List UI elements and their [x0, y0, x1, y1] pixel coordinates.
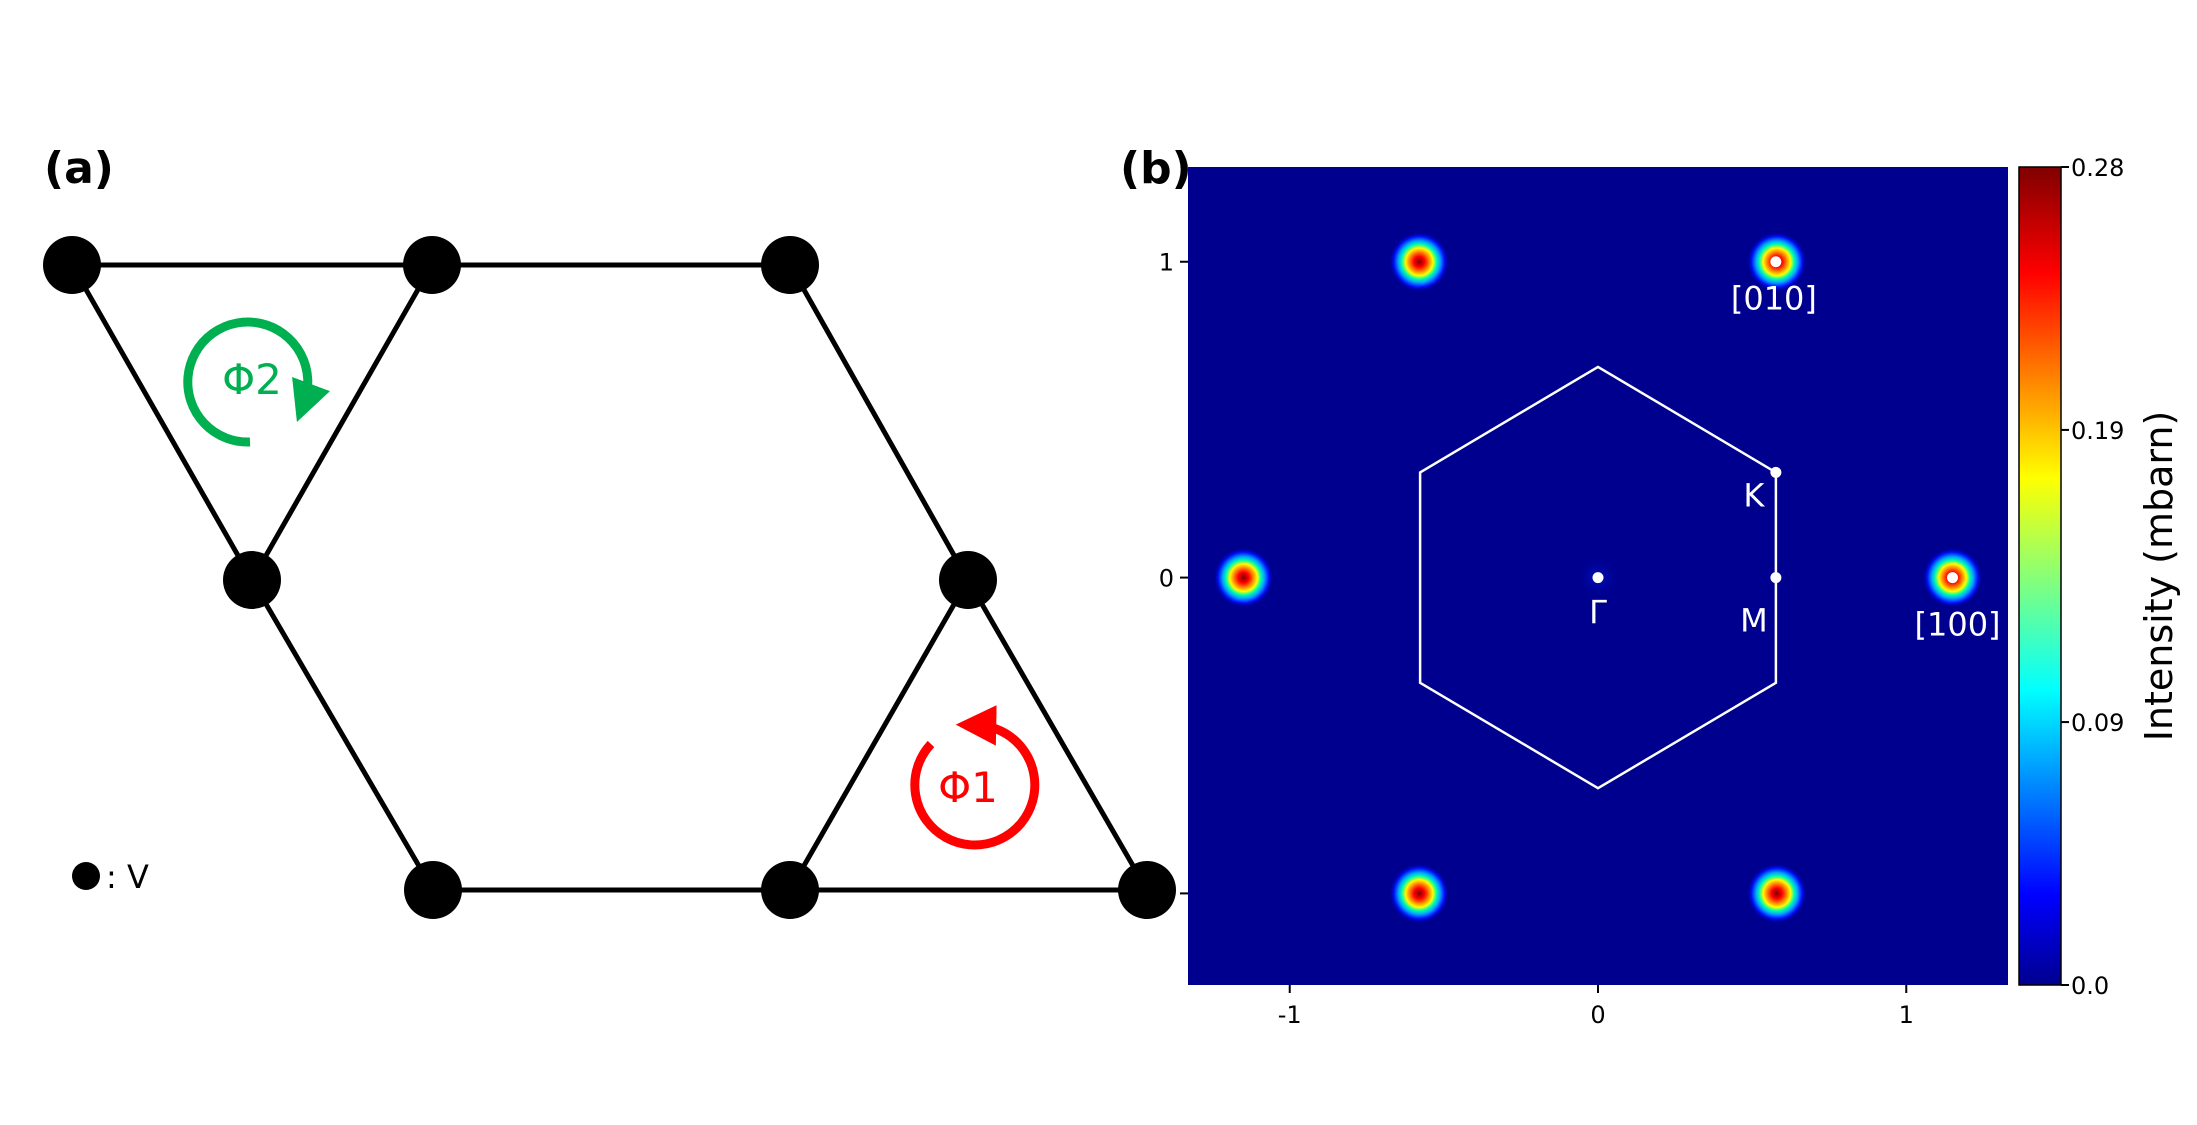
kagome-lattice	[69, 262, 1150, 893]
panel-a: (a) Φ2	[43, 143, 1176, 919]
colorbar-tick-label: 0.09	[2071, 709, 2124, 737]
panel-b: (b) Γ M K [100] [010] -1 0 1 1 0 -1 0.0 0.09 0.19 0.2…	[1120, 143, 2181, 1029]
lattice-bond	[249, 577, 436, 893]
v-atom	[404, 861, 462, 919]
bragg-peak	[1389, 863, 1450, 924]
x-tick-label: 0	[1590, 1001, 1605, 1029]
legend: : V	[72, 858, 149, 896]
heatmap-plot: Γ M K [100] [010] -1 0 1 1 0 -1	[1150, 167, 2008, 1029]
panel-b-label: (b)	[1120, 143, 1192, 194]
legend-text: : V	[106, 858, 149, 896]
lattice-bond	[965, 577, 1150, 893]
symmetry-point-label: K	[1743, 476, 1765, 514]
x-tick-label: -1	[1278, 1001, 1302, 1029]
panel-a-label: (a)	[44, 143, 114, 194]
y-tick-label: 1	[1159, 249, 1174, 277]
lattice-bond	[249, 262, 435, 583]
v-atom	[761, 236, 819, 294]
x-tick-label: 1	[1899, 1001, 1914, 1029]
colorbar-tick-label: 0.28	[2071, 154, 2124, 182]
lattice-bond	[787, 577, 971, 893]
symmetry-point-dot	[1592, 572, 1604, 584]
symmetry-point-dot	[1770, 256, 1782, 268]
lattice-bond	[69, 262, 255, 583]
v-atom	[761, 861, 819, 919]
flux-phi2: Φ2	[183, 317, 331, 447]
flux-phi1: Φ1	[910, 705, 1040, 850]
symmetry-point-label: Γ	[1589, 594, 1607, 632]
clockwise-arrow-icon	[183, 317, 331, 447]
symmetry-point-dot	[1770, 572, 1782, 584]
symmetry-point-dot	[1947, 572, 1959, 584]
legend-atom-icon	[72, 862, 100, 890]
y-tick-label: 0	[1159, 565, 1174, 593]
v-atom	[939, 551, 997, 609]
symmetry-point-label: [100]	[1914, 606, 2000, 644]
symmetry-point-dot	[1770, 466, 1782, 478]
lattice-bond	[787, 262, 971, 583]
bragg-peak	[1746, 863, 1807, 924]
v-atom	[403, 236, 461, 294]
colorbar-title: Intensity (mbarn)	[2137, 411, 2181, 742]
bragg-peak	[1213, 547, 1274, 608]
bragg-peak	[1389, 231, 1450, 292]
v-atom	[43, 236, 101, 294]
vanadium-sites	[43, 236, 1176, 919]
y-tick-label: -1	[1150, 880, 1174, 908]
v-atom	[1118, 861, 1176, 919]
v-atom	[223, 551, 281, 609]
colorbar-tick-label: 0.19	[2071, 417, 2124, 445]
colorbar-gradient	[2018, 166, 2062, 986]
colorbar-tick-label: 0.0	[2071, 972, 2109, 1000]
phi1-label: Φ1	[938, 763, 998, 812]
symmetry-point-label: [010]	[1731, 280, 1817, 318]
symmetry-point-label: M	[1740, 602, 1768, 640]
phi2-label: Φ2	[222, 355, 282, 404]
counter-clockwise-arrow-icon	[910, 705, 1040, 850]
